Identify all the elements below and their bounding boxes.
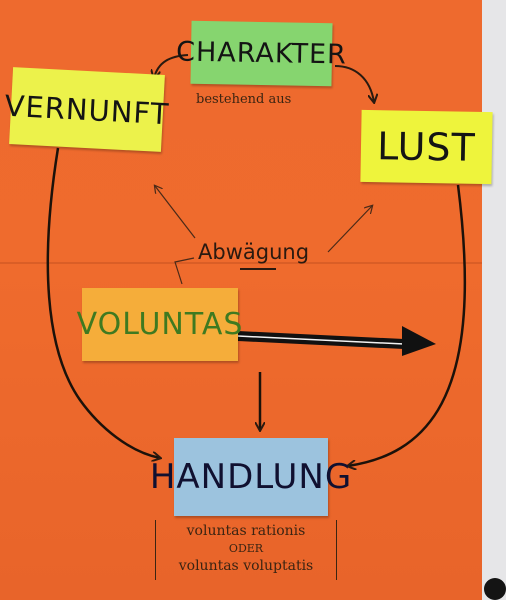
lust-label: LUST: [376, 124, 477, 170]
result-line-voluptatis: voluntas voluptatis: [178, 558, 314, 574]
background-wall: [482, 0, 506, 600]
vernunft-label: VERNUNFT: [3, 88, 171, 131]
arrow-lust-to-handlung: [348, 184, 467, 466]
vernunft-card: VERNUNFT: [4, 67, 170, 152]
charakter-card: CHARAKTER: [176, 20, 347, 87]
abwaegung-note: Abwägung: [198, 240, 310, 264]
voluntas-card: VOLUNTAS: [77, 288, 242, 361]
result-line-rationis: voluntas rationis: [186, 523, 306, 539]
marker-pen: [484, 578, 506, 600]
handlung-label: HANDLUNG: [149, 457, 353, 497]
arrow-abwaegung-to-vernunft: [155, 186, 196, 239]
bestehend-aus-note: bestehend aus: [196, 92, 292, 107]
abwaegung-underline: [240, 268, 276, 270]
arrow-into-abwaegung: [174, 257, 195, 285]
handlung-card: HANDLUNG: [150, 438, 351, 516]
poster-fold-line: [0, 262, 488, 264]
result-bracket: voluntas rationis ODER voluntas voluptat…: [155, 520, 337, 580]
charakter-label: CHARAKTER: [175, 36, 348, 71]
arrow-charakter-to-lust: [334, 65, 374, 102]
arrow-abwaegung-to-lust: [327, 206, 372, 253]
voluntas-label: VOLUNTAS: [76, 307, 244, 342]
lust-card: LUST: [360, 109, 493, 185]
result-line-oder: ODER: [228, 542, 264, 555]
arrow-voluntas-forward: [237, 326, 436, 356]
arrow-vernunft-to-handlung: [46, 147, 160, 458]
